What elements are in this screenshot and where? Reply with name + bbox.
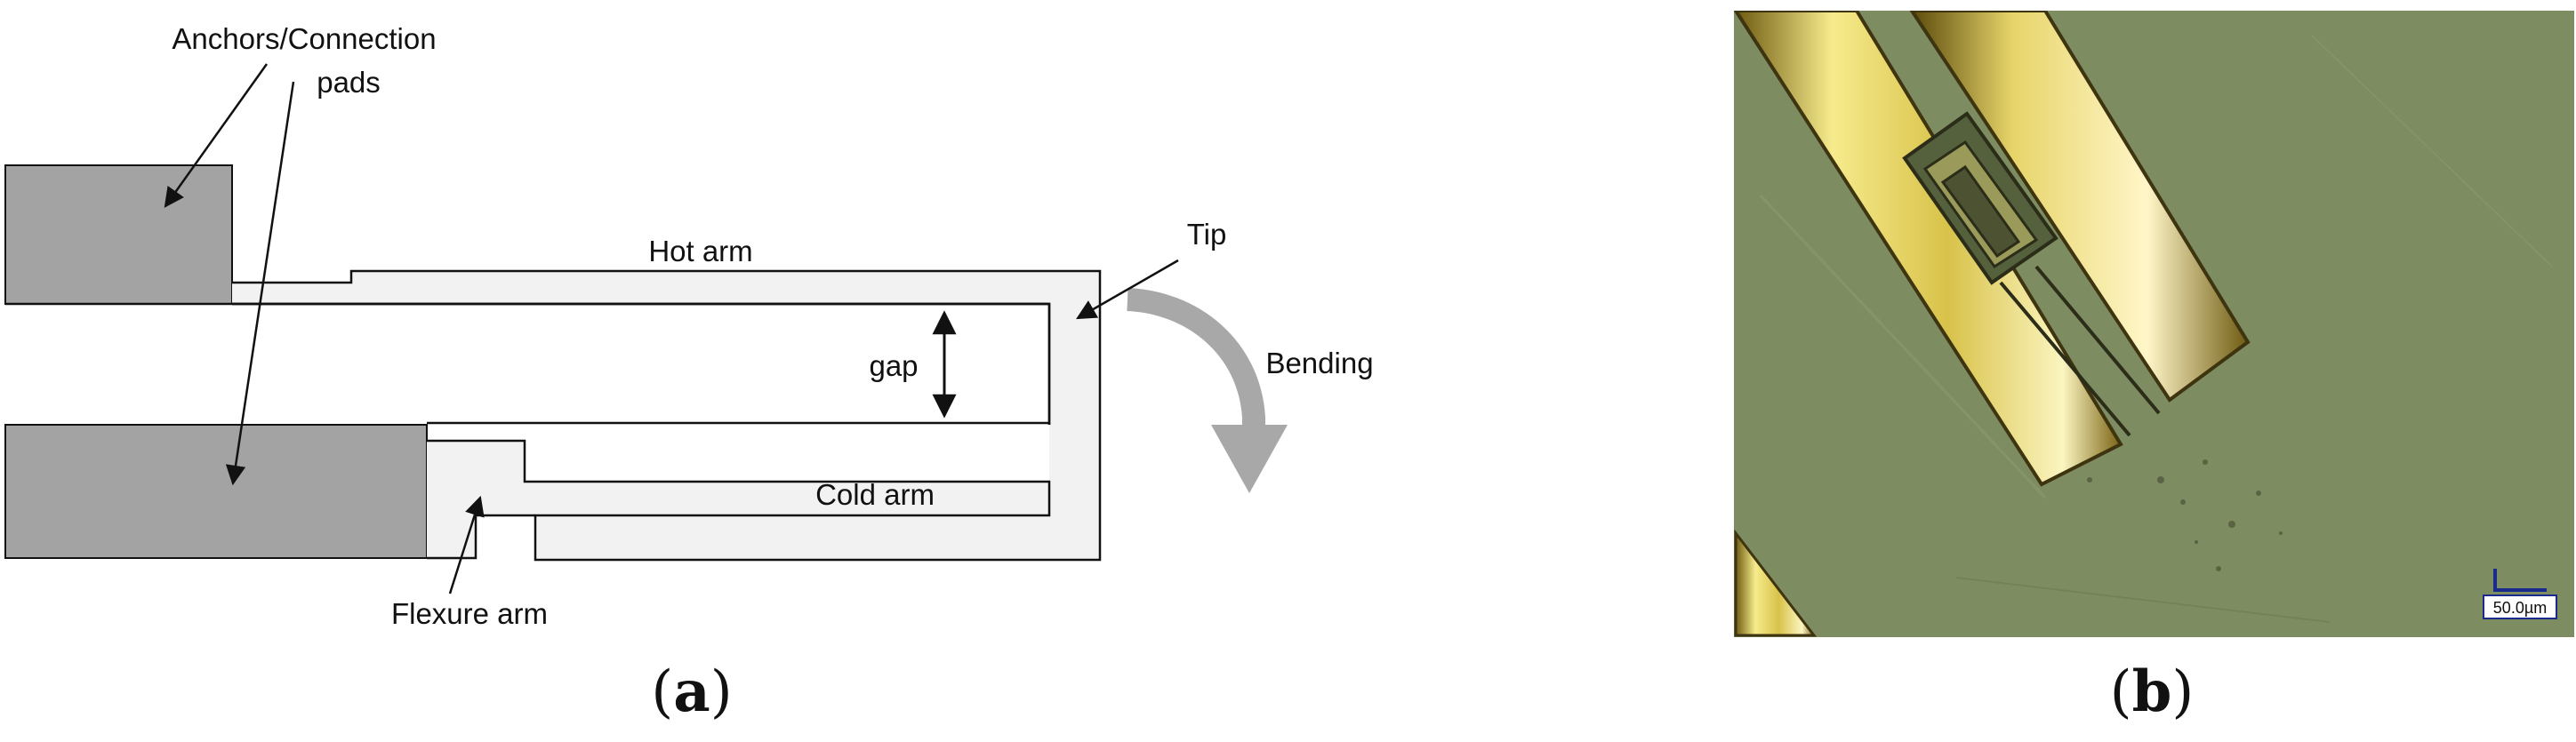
caption-a: (a)	[651, 658, 732, 725]
cold-arm-outline-left	[427, 514, 535, 560]
gap-inner-outline	[232, 302, 1051, 425]
right-electrode	[1909, 11, 2251, 403]
bottom-anchor-pad	[4, 424, 428, 559]
label-tip: Tip	[1187, 218, 1227, 251]
top-anchor-pad	[4, 164, 233, 305]
scale-bar-label: 50.0µm	[2493, 599, 2547, 617]
cold-arm	[427, 441, 1100, 560]
label-flexure-arm: Flexure arm	[391, 597, 548, 630]
label-hot-arm: Hot arm	[648, 235, 752, 267]
caption-b: (b)	[2110, 658, 2195, 725]
corner-electrode	[1734, 529, 1818, 637]
anchor-leader-top	[164, 63, 269, 208]
debris	[2087, 459, 2283, 571]
panel-a-diagram: Anchors/Connection pads Hot arm Tip gap …	[4, 22, 1374, 725]
label-anchors-line1: Anchors/Connection	[172, 22, 436, 55]
hot-arm-outline-top	[232, 269, 1102, 562]
bending-arrow	[1127, 288, 1288, 493]
label-gap: gap	[869, 349, 918, 382]
anchor-leader-bottom	[225, 81, 295, 486]
left-electrode	[1734, 11, 2123, 487]
label-cold-arm: Cold arm	[815, 478, 935, 511]
panel-b-micrograph: 50.0µm (b)	[1734, 11, 2574, 725]
hot-arm	[232, 271, 1100, 304]
flexure-leader	[448, 495, 485, 594]
scale-bar: 50.0µm	[2483, 569, 2557, 619]
label-bending: Bending	[1265, 347, 1373, 379]
tip-leader	[1076, 259, 1179, 320]
label-anchors-line2: pads	[317, 66, 381, 99]
actuator-structure	[1902, 111, 2161, 437]
